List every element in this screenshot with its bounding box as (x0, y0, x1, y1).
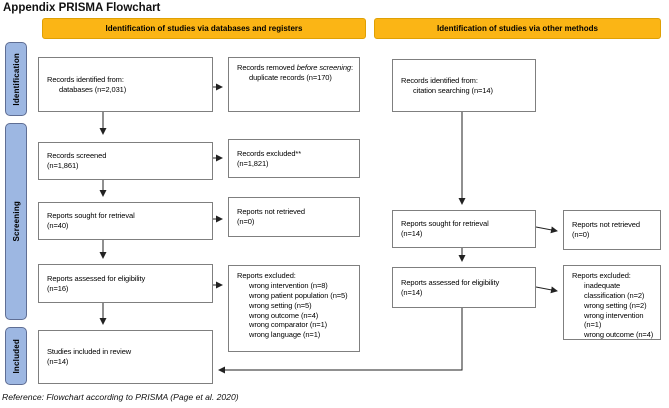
excluded-reason: wrong intervention (n=8) (249, 280, 328, 290)
stage-identification-label: Identification (11, 52, 21, 106)
box-line: Records identified from: (401, 75, 478, 85)
page-title: Appendix PRISMA Flowchart (3, 2, 161, 14)
box-reports-not-retrieved-other: Reports not retrieved (n=0) (563, 210, 661, 250)
box-line: Records excluded** (237, 148, 302, 158)
box-reports-not-retrieved-databases: Reports not retrieved (n=0) (228, 197, 360, 237)
box-records-identified-databases: Records identified from: databases (n=2,… (38, 57, 213, 112)
box-line: databases (n=2,031) (59, 84, 127, 94)
stage-screening: Screening (5, 123, 27, 320)
box-line: Reports not retrieved (572, 220, 640, 230)
excluded-reason: wrong setting (n=2) (584, 300, 647, 310)
excluded-reason: wrong setting (n=5) (249, 300, 312, 310)
removed-prefix: Records removed (237, 63, 297, 72)
box-line: (n=14) (401, 229, 423, 238)
header-databases-registers: Identification of studies via databases … (42, 18, 366, 39)
excluded-reason: wrong intervention (n=1) (584, 310, 644, 330)
box-line: Records screened (47, 151, 107, 161)
box-records-identified-other: Records identified from: citation search… (392, 59, 536, 112)
reference-note: Reference: Flowchart according to PRISMA… (2, 392, 239, 402)
excluded-reason: inadequate classification (n=2) (584, 280, 645, 300)
box-records-screened: Records screened (n=1,861) (38, 142, 213, 180)
box-line: duplicate records (n=170) (249, 72, 332, 82)
box-line: (n=14) (47, 357, 69, 366)
box-line: Reports assessed for eligibility (401, 277, 500, 287)
box-reports-sought-other: Reports sought for retrieval (n=14) (392, 210, 536, 248)
box-line: Records removed before screening: (237, 63, 355, 73)
box-line: Reports not retrieved (237, 207, 305, 217)
box-line: Records identified from: (47, 74, 124, 84)
box-line: Reports sought for retrieval (47, 211, 135, 221)
box-reports-excluded-databases: Reports excluded: wrong intervention (n=… (228, 265, 360, 352)
box-line: (n=0) (572, 230, 590, 239)
box-line: Reports sought for retrieval (401, 219, 489, 229)
excluded-reason: wrong language (n=1) (249, 330, 321, 340)
stage-screening-label: Screening (11, 201, 21, 242)
header-other-methods: Identification of studies via other meth… (374, 18, 661, 39)
excluded-reason: wrong outcome (n=4) (249, 310, 319, 320)
box-line: Reports excluded: (572, 271, 631, 280)
stage-included-label: Included (11, 338, 21, 374)
box-line: (n=40) (47, 221, 69, 230)
box-records-excluded: Records excluded** (n=1,821) (228, 139, 360, 178)
box-records-removed: Records removed before screening: duplic… (228, 57, 360, 112)
box-line: (n=16) (47, 283, 69, 293)
box-reports-assessed-databases: Reports assessed for eligibility (n=16) (38, 264, 213, 303)
box-line: (n=1,861) (47, 161, 79, 170)
removed-suffix: : (350, 63, 353, 72)
stage-included: Included (5, 327, 27, 385)
box-reports-assessed-other: Reports assessed for eligibility (n=14) (392, 267, 536, 308)
box-studies-included: Studies included in review (n=14) (38, 330, 213, 384)
box-line: (n=14) (401, 287, 423, 297)
excluded-reason: wrong patient population (n=5) (249, 290, 348, 300)
box-reports-sought-databases: Reports sought for retrieval (n=40) (38, 202, 213, 240)
box-line: Reports assessed for eligibility (47, 273, 146, 283)
box-reports-excluded-other: Reports excluded: inadequate classificat… (563, 265, 661, 340)
box-line: (n=0) (237, 217, 255, 226)
excluded-reason: wrong comparator (n=1) (249, 320, 328, 330)
excluded-reason: wrong outcome (n=4) (584, 330, 654, 340)
box-line: Studies included in review (47, 347, 132, 357)
box-line: citation searching (n=14) (413, 85, 493, 95)
box-line: Reports excluded: (237, 271, 296, 280)
box-line: (n=1,821) (237, 158, 269, 168)
stage-identification: Identification (5, 42, 27, 116)
removed-emphasis: before screening (296, 63, 351, 72)
